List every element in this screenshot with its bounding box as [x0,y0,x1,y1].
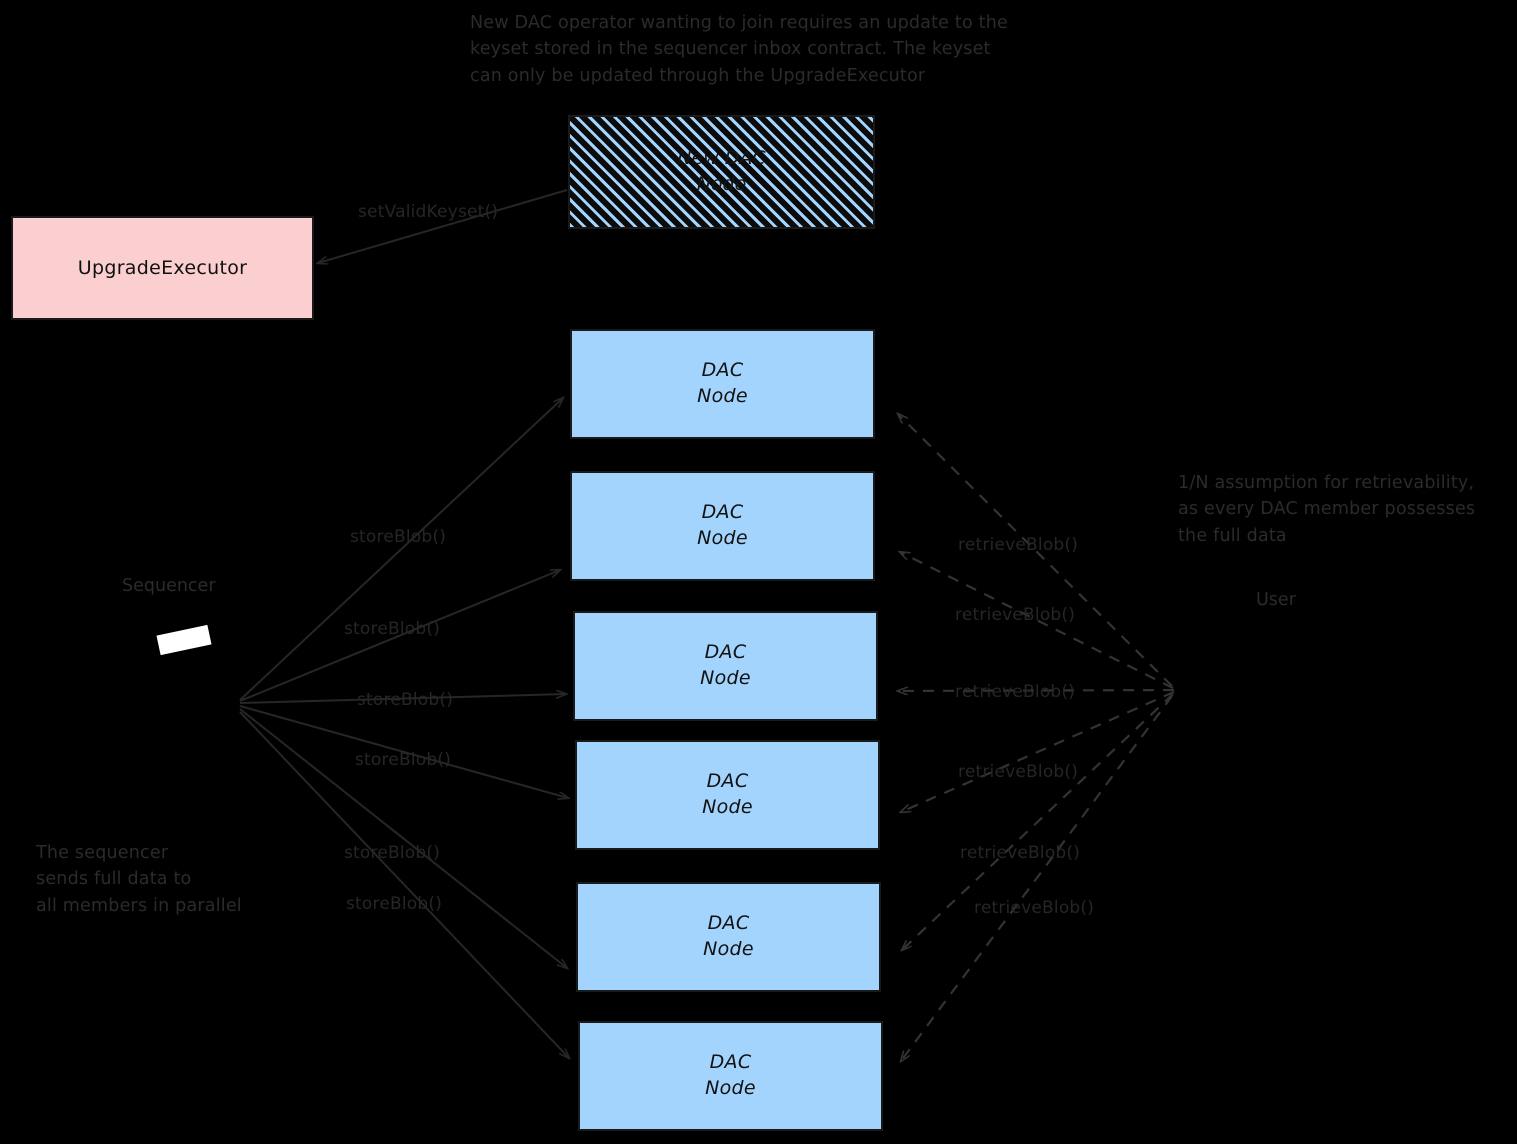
dac-node-6-line1: DAC [709,1051,752,1074]
edge-label-retrieveblob-2: retrieveBlob() [955,605,1076,625]
new-dac-node-box[interactable]: New DAC Node [568,115,875,229]
upgrade-executor-label: UpgradeExecutor [77,257,248,279]
edge-setvalidkeyset [318,189,568,263]
edge-label-retrieveblob-1: retrieveBlob() [958,535,1079,555]
upgrade-executor-box[interactable]: UpgradeExecutor [11,216,314,320]
dac-node-3-line2: Node [700,667,751,689]
top-annotation: New DAC operator wanting to join require… [470,13,1008,86]
left-annotation: The sequencer sends full data to all mem… [36,843,242,916]
edges-retrieveblob [898,414,1175,1061]
edge-label-storeblob-3: storeBlob() [357,690,454,710]
dac-node-2-line2: Node [697,527,748,549]
right-annotation: 1/N assumption for retrievability, as ev… [1178,473,1476,546]
dac-node-3[interactable]: DAC Node [573,611,878,721]
new-dac-node-line1: New DAC [677,147,766,170]
dac-node-6[interactable]: DAC Node [578,1021,883,1131]
sequencer-label: Sequencer [122,576,216,596]
dac-node-1[interactable]: DAC Node [570,329,875,439]
dac-node-6-line2: Node [705,1077,756,1099]
edge-label-retrieveblob-6: retrieveBlob() [974,898,1095,918]
user-label: User [1256,590,1296,610]
dac-node-1-line1: DAC [701,359,744,382]
dac-node-5-line1: DAC [707,912,750,935]
edge-label-storeblob-2: storeBlob() [344,619,441,639]
edge-label-retrieveblob-5: retrieveBlob() [960,843,1081,863]
dac-node-2-line1: DAC [701,501,744,524]
edges-storeblob [239,398,569,1058]
edge-label-retrieveblob-3: retrieveBlob() [955,682,1076,702]
edge-label-storeblob-1: storeBlob() [350,527,447,547]
sequencer-icon [156,624,212,656]
dac-node-5[interactable]: DAC Node [576,882,881,992]
edge-label-storeblob-5: storeBlob() [344,843,441,863]
dac-node-2[interactable]: DAC Node [570,471,875,581]
dac-node-4-line2: Node [702,796,753,818]
edge-label-storeblob-4: storeBlob() [355,750,452,770]
edge-label-storeblob-6: storeBlob() [346,894,443,914]
edge-label-setvalidkeyset: setValidKeyset() [358,202,499,222]
edge-label-retrieveblob-4: retrieveBlob() [958,762,1079,782]
dac-node-3-line1: DAC [704,641,747,664]
new-dac-node-line2: Node [696,173,747,195]
dac-node-4-line1: DAC [706,770,749,793]
dac-node-1-line2: Node [697,385,748,407]
dac-node-5-line2: Node [703,938,754,960]
dac-node-4[interactable]: DAC Node [575,740,880,850]
